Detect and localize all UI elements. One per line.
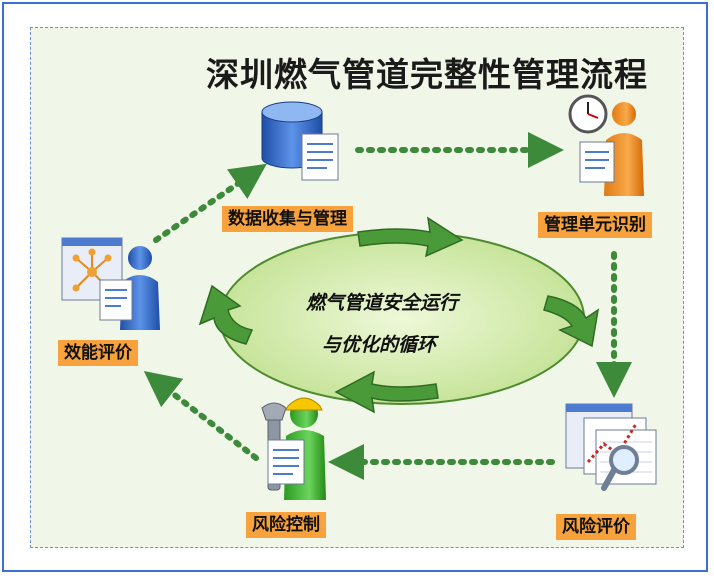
- center-text-line2: 与优化的循环: [322, 334, 437, 356]
- step-label-data-collection: 数据收集与管理: [222, 206, 353, 232]
- database-icon: [261, 101, 339, 181]
- connector-control-to-eval: [143, 370, 259, 461]
- flow-connectors: [143, 132, 632, 480]
- report-magnifier-icon: [565, 403, 657, 491]
- connector-eval-to-data: [153, 163, 267, 243]
- step-label-effectiveness-evaluation: 效能评价: [58, 340, 138, 366]
- worker-wrench-icon: [261, 397, 326, 500]
- step-label-risk-control: 风险控制: [246, 512, 326, 538]
- person-clock-icon: [568, 94, 644, 196]
- center-text-line1: 燃气管道安全运行: [306, 292, 459, 314]
- person-network-icon: [61, 237, 160, 330]
- cycle-arrows: [198, 216, 600, 414]
- step-label-unit-identification: 管理单元识别: [538, 212, 652, 238]
- step-label-risk-assessment: 风险评价: [556, 514, 636, 540]
- page-title: 深圳燃气管道完整性管理流程: [206, 55, 648, 94]
- cycle-ellipse: [219, 231, 585, 405]
